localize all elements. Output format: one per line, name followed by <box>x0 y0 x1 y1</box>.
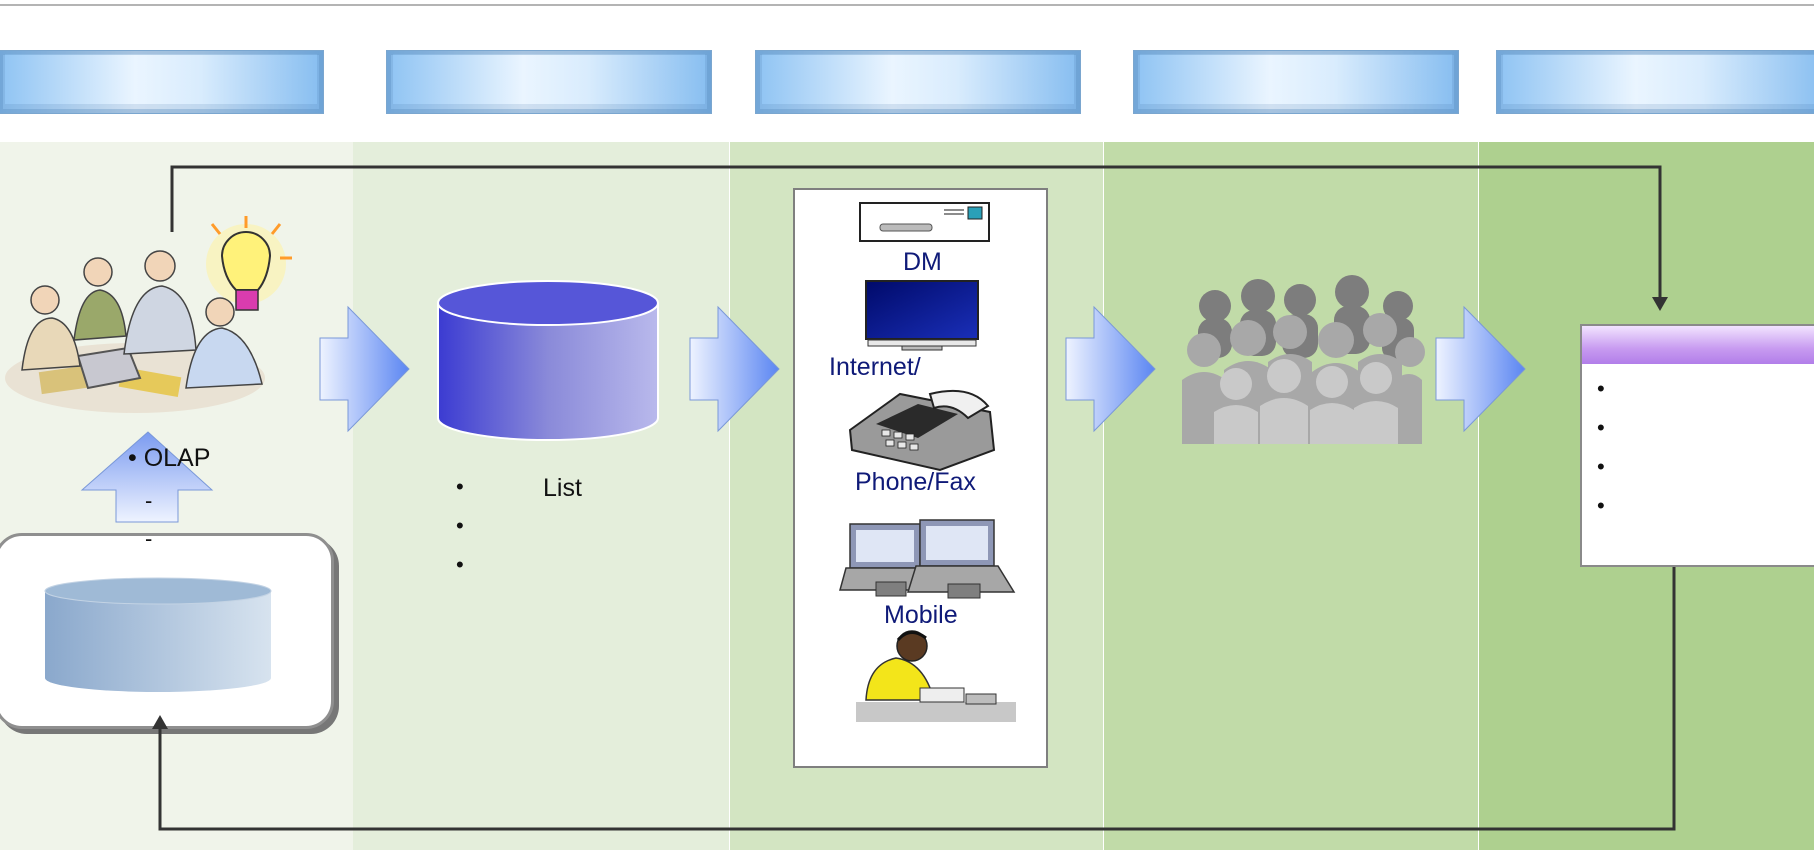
stage-header-list <box>386 50 712 114</box>
laptops-icon <box>839 519 1016 599</box>
result-bullet: • <box>1597 454 1605 479</box>
result-bullet: • <box>1597 376 1605 401</box>
channel-label-dm: DM <box>903 248 942 276</box>
call-center-agent-icon <box>856 630 1016 722</box>
stage-header-results <box>1496 50 1814 114</box>
channel-label-mobile: Mobile <box>884 601 958 629</box>
list-bullet: • <box>456 552 464 577</box>
lightbulb-icon <box>206 216 292 311</box>
olap-label: • OLAP <box>128 444 211 472</box>
flow-arrow-3 <box>1065 305 1156 433</box>
flow-arrow-2 <box>689 305 780 433</box>
stage-band-customers <box>1103 142 1478 850</box>
feedback-connector-top <box>170 165 1668 311</box>
feedback-connector-bottom <box>152 567 1676 831</box>
flow-arrow-4 <box>1435 305 1526 433</box>
fax-phone-icon <box>848 389 996 472</box>
up-arrow-olap <box>80 431 214 523</box>
channel-label-phone-fax: Phone/Fax <box>855 468 976 496</box>
stage-band-list <box>353 142 729 850</box>
analysis-dash-2: - <box>145 526 153 551</box>
list-label: List <box>543 474 582 502</box>
list-bullet: • <box>456 513 464 538</box>
database-cylinder-icon <box>437 280 659 441</box>
source-database-icon <box>44 577 272 692</box>
stage-header-channels <box>755 50 1081 114</box>
list-bullet: • <box>456 474 464 499</box>
customer-crowd-icon <box>1182 275 1425 444</box>
top-divider-line <box>0 4 1814 6</box>
result-box-header <box>1582 326 1814 364</box>
flow-arrow-1 <box>319 305 410 433</box>
result-box <box>1580 324 1814 567</box>
stage-header-customers <box>1133 50 1459 114</box>
analysis-dash-1: - <box>145 488 153 513</box>
band-divider <box>1103 142 1104 850</box>
mail-envelope-icon <box>859 202 990 242</box>
channel-label-internet: Internet/ <box>829 353 921 381</box>
result-bullet: • <box>1597 493 1605 518</box>
band-divider <box>1478 142 1479 850</box>
stage-header-analysis <box>0 50 324 114</box>
analysts-meeting-icon <box>5 216 292 413</box>
result-bullet: • <box>1597 415 1605 440</box>
band-divider <box>729 142 730 850</box>
monitor-icon <box>865 280 979 351</box>
